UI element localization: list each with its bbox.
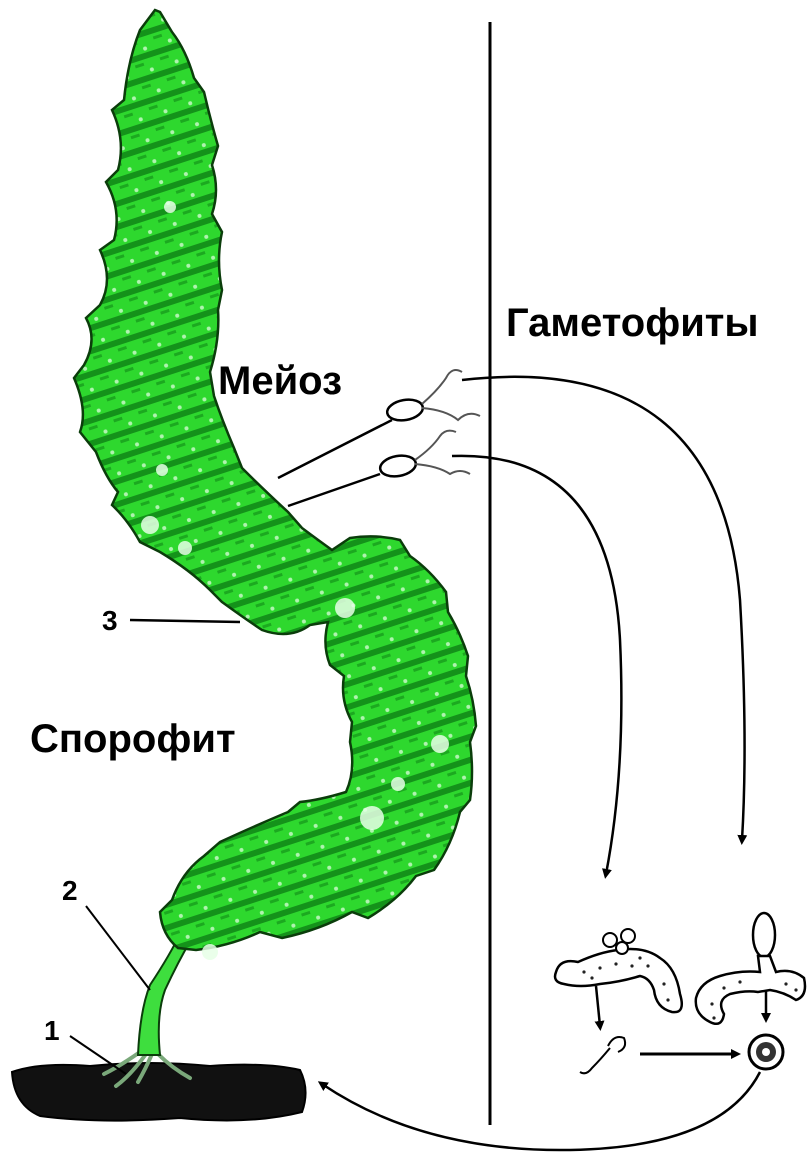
pointer-line-3 [130,620,240,622]
gametophytes-label: Гаметофиты [506,301,759,345]
marker-3-label: 3 [102,605,118,636]
sporophyte-label: Спорофит [30,717,236,761]
zoospore-1-flagella [422,370,480,420]
zoospore-2 [379,453,418,479]
zoospore-2-flagella [415,431,470,474]
arrow-to-male-gametophyte [452,456,621,874]
sporophyte-blade [74,10,476,950]
meiosis-label: Мейоз [218,359,342,403]
male-gametophyte [555,929,682,1073]
marker-2-label: 2 [62,875,78,906]
pointer-line-2 [86,906,150,990]
arrow-zygote-to-sporophyte [322,1072,760,1150]
female-gametophyte [696,913,805,1024]
zoospore-1 [386,397,425,423]
arrow-to-female-gametophyte [462,377,745,840]
marker-1-label: 1 [44,1015,60,1046]
zygote [749,1035,783,1069]
soil [12,1063,306,1121]
sperm-cell [580,1037,625,1073]
